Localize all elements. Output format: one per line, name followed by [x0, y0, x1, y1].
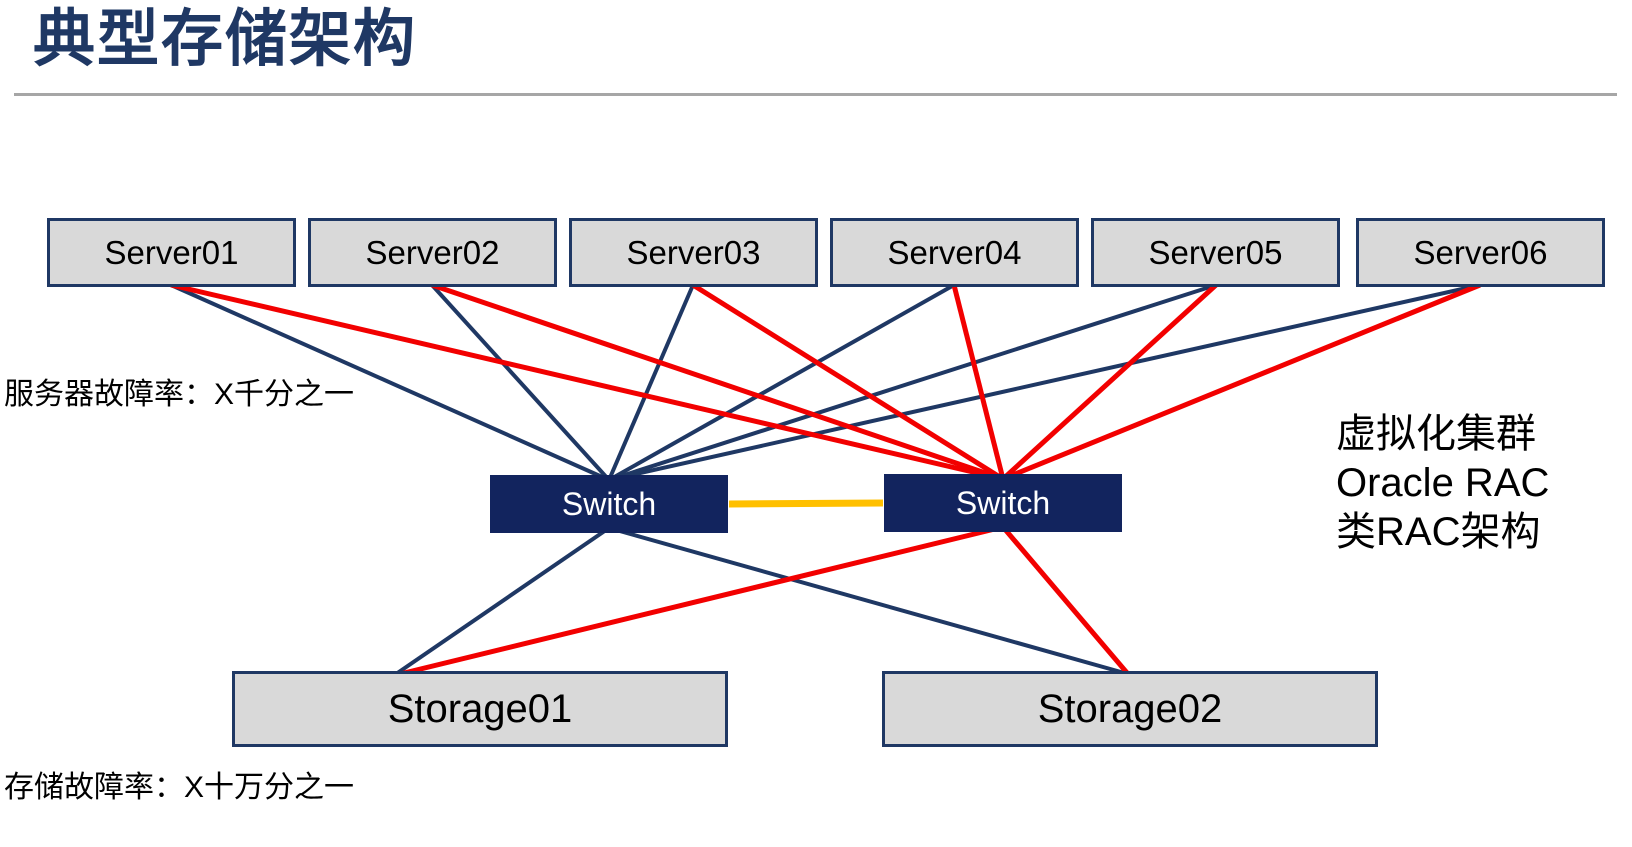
link-server01-switch2 — [170, 282, 1004, 482]
cluster-note-line-1: 虚拟化集群 — [1336, 412, 1536, 456]
storage01-label: Storage01 — [387, 686, 573, 731]
link-switch1-storage1 — [394, 526, 611, 676]
node-server02: Server02 — [308, 218, 557, 287]
node-server03: Server03 — [569, 218, 818, 287]
link-server03-switch2 — [691, 282, 1005, 482]
server06-label: Server06 — [1413, 233, 1548, 271]
node-server05: Server05 — [1091, 218, 1340, 287]
node-switch-1: Switch — [490, 475, 728, 533]
server-failure-rate-note: 服务器故障率：X千分之一 — [4, 378, 355, 411]
node-storage01: Storage01 — [232, 671, 728, 747]
link-server04-switch2 — [951, 284, 1006, 480]
node-server04: Server04 — [830, 218, 1079, 287]
node-server01: Server01 — [47, 218, 296, 287]
link-switch2-storage2 — [1001, 525, 1130, 676]
server03-label: Server03 — [626, 233, 761, 271]
link-server04-switch1 — [608, 283, 955, 482]
link-switch1-switch2 — [728, 499, 884, 508]
page-title: 典型存储架构 — [33, 5, 418, 74]
link-server02-switch2 — [431, 282, 1004, 482]
cluster-note-line-3: 类RAC架构 — [1336, 510, 1541, 554]
server01-label: Server01 — [104, 233, 239, 271]
server04-label: Server04 — [887, 233, 1022, 271]
link-server06-switch1 — [608, 283, 1481, 482]
node-server06: Server06 — [1356, 218, 1605, 287]
link-server05-switch1 — [608, 283, 1217, 482]
server05-label: Server05 — [1148, 233, 1283, 271]
link-server02-switch1 — [430, 283, 611, 482]
switch-2-label: Switch — [955, 484, 1051, 521]
cluster-note-line-2: Oracle RAC — [1336, 461, 1550, 505]
link-server03-switch1 — [607, 284, 695, 481]
switch-1-label: Switch — [561, 485, 657, 522]
cluster-type-note: 虚拟化集群 Oracle RAC 类RAC架构 — [1336, 410, 1549, 557]
storage02-label: Storage02 — [1037, 686, 1223, 731]
server02-label: Server02 — [365, 233, 500, 271]
link-server06-switch2 — [1002, 282, 1481, 482]
storage-failure-rate-note: 存储故障率：X十万分之一 — [4, 771, 355, 804]
link-server01-switch1 — [170, 283, 610, 482]
node-storage02: Storage02 — [882, 671, 1378, 747]
title-divider — [14, 93, 1617, 96]
link-server05-switch2 — [1001, 283, 1218, 481]
link-switch2-storage1 — [399, 524, 1004, 677]
node-switch-2: Switch — [884, 474, 1122, 532]
link-switch1-storage2 — [608, 526, 1129, 676]
